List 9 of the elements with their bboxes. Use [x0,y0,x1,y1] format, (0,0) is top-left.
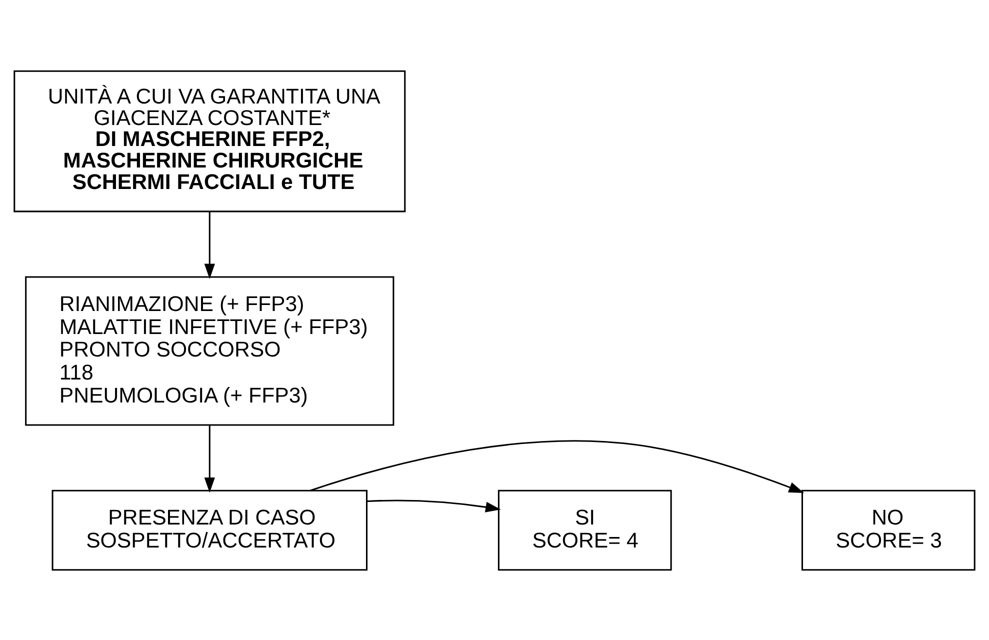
node-box: RIANIMAZIONE (+ FFP3) MALATTIE INFETTIVE (+ FFP3) PRONTO SOCCORSO 118 PNEUMOLOGIA (+ FFP3) [25,276,394,426]
node-box: SI SCORE= 4 [498,489,672,570]
arrow [204,211,215,279]
node-box: NO SCORE= 3 [801,489,976,570]
arrow [204,424,215,492]
arrow [367,499,501,512]
arrow [310,440,804,492]
node-box: PRESENZA DI CASO SOSPETTO/ACCERTATO [52,489,368,570]
node-box: UNITÀ A CUI VA GARANTITA UNA GIACENZA COSTANTE* DI MASCHERINE FFP2, MASCHERINE CHIRURGICHE SCHERMI FACCIALI e TUTE [14,70,406,212]
